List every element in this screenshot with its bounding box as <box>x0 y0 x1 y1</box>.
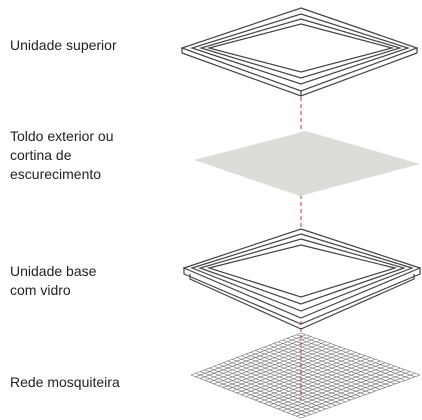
label-base-unit: Unidade base com vidro <box>10 262 96 300</box>
net-grid-line <box>296 372 416 417</box>
label-top-unit-text: Unidade superior <box>10 37 117 53</box>
net-grid-line <box>300 374 421 419</box>
net-grid-line <box>209 367 321 412</box>
label-shade: Toldo exterior ou cortina de escurecimen… <box>10 127 114 184</box>
net-grid-line <box>218 364 331 408</box>
label-top-unit: Unidade superior <box>10 36 117 55</box>
label-shade-line-1: Toldo exterior ou <box>10 128 114 144</box>
net-grid-line <box>200 371 312 415</box>
label-base-line-1: Unidade base <box>10 263 97 279</box>
base-unit-frame <box>182 228 422 330</box>
top-unit-frame <box>180 7 419 97</box>
label-base-line-2: com vidro <box>10 282 71 298</box>
net-grid-line <box>204 369 316 413</box>
net-grid-line <box>195 372 307 417</box>
net-grid-line <box>213 365 326 410</box>
label-shade-line-3: escurecimento <box>10 166 102 182</box>
net-grid-line <box>190 374 302 419</box>
exterior-shade-sheet <box>194 131 420 196</box>
label-shade-line-2: cortina de <box>10 147 72 163</box>
net-grid-line <box>287 369 406 413</box>
net-grid-line <box>291 371 411 415</box>
label-mosquito-net: Rede mosquiteira <box>10 373 120 392</box>
mosquito-net-grid <box>190 332 421 419</box>
label-mosquito-net-text: Rede mosquiteira <box>10 374 120 390</box>
